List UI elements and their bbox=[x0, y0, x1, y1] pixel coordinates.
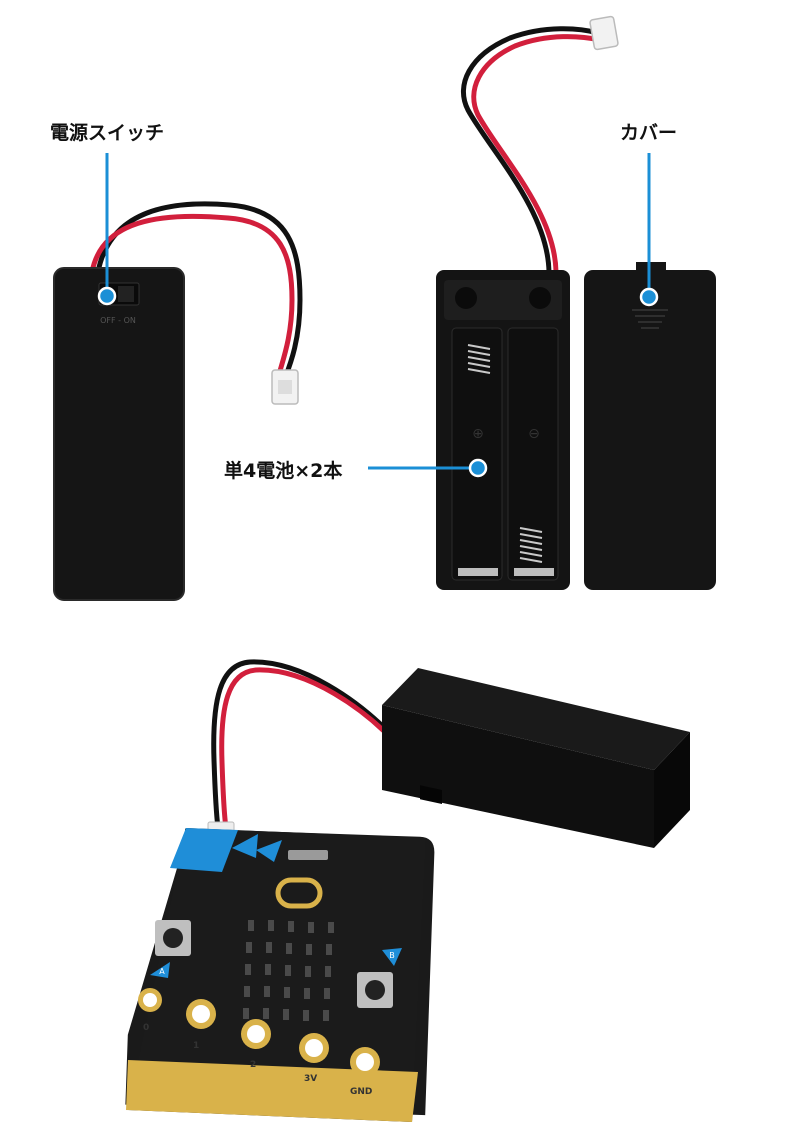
case-body bbox=[54, 268, 184, 600]
callout-dot-batteries bbox=[468, 458, 488, 478]
battery-box-top bbox=[382, 668, 690, 770]
closed-battery-case: OFF - ON bbox=[53, 201, 303, 601]
pin-2-label: 2 bbox=[250, 1060, 256, 1070]
wire-connector bbox=[589, 15, 619, 51]
microbit-board bbox=[128, 828, 426, 1122]
callout-dot-cover bbox=[639, 287, 659, 307]
open-battery-case: ⊕ ⊖ bbox=[436, 15, 619, 590]
case-cover bbox=[584, 262, 716, 590]
pin-0-label: 0 bbox=[143, 1023, 149, 1033]
edge-connector bbox=[126, 1060, 418, 1122]
switch-marking: OFF - ON bbox=[100, 316, 136, 325]
svg-text:⊖: ⊖ bbox=[528, 426, 540, 442]
battery-slot-right bbox=[507, 327, 559, 581]
svg-text:⊕: ⊕ bbox=[472, 426, 484, 442]
pin-1-label: 1 bbox=[193, 1041, 199, 1051]
wire-black bbox=[461, 26, 599, 273]
battery-slot-left bbox=[451, 327, 503, 581]
spring-top bbox=[467, 344, 491, 374]
touch-logo bbox=[275, 877, 323, 909]
wire-black bbox=[211, 659, 400, 829]
battery-box-front bbox=[382, 705, 654, 848]
wire-black bbox=[95, 201, 303, 379]
label-batteries: 単4電池×2本 bbox=[224, 460, 343, 482]
led-matrix bbox=[243, 920, 334, 1021]
spring-bottom bbox=[519, 527, 543, 563]
pin-gnd-label: GND bbox=[350, 1087, 372, 1097]
pin-3v-label: 3V bbox=[304, 1074, 317, 1084]
wire-red bbox=[89, 213, 295, 379]
connected-setup: A B 0 1 2 3V GND bbox=[125, 659, 690, 1122]
button-a-label: A bbox=[159, 967, 165, 976]
callout-dot-switch bbox=[97, 286, 117, 306]
button-b-label: B bbox=[389, 951, 395, 960]
label-power-switch: 電源スイッチ bbox=[50, 122, 165, 144]
usb-port bbox=[288, 850, 328, 860]
wire-red bbox=[471, 34, 601, 273]
wire-red bbox=[219, 667, 406, 829]
label-cover: カバー bbox=[620, 122, 678, 144]
